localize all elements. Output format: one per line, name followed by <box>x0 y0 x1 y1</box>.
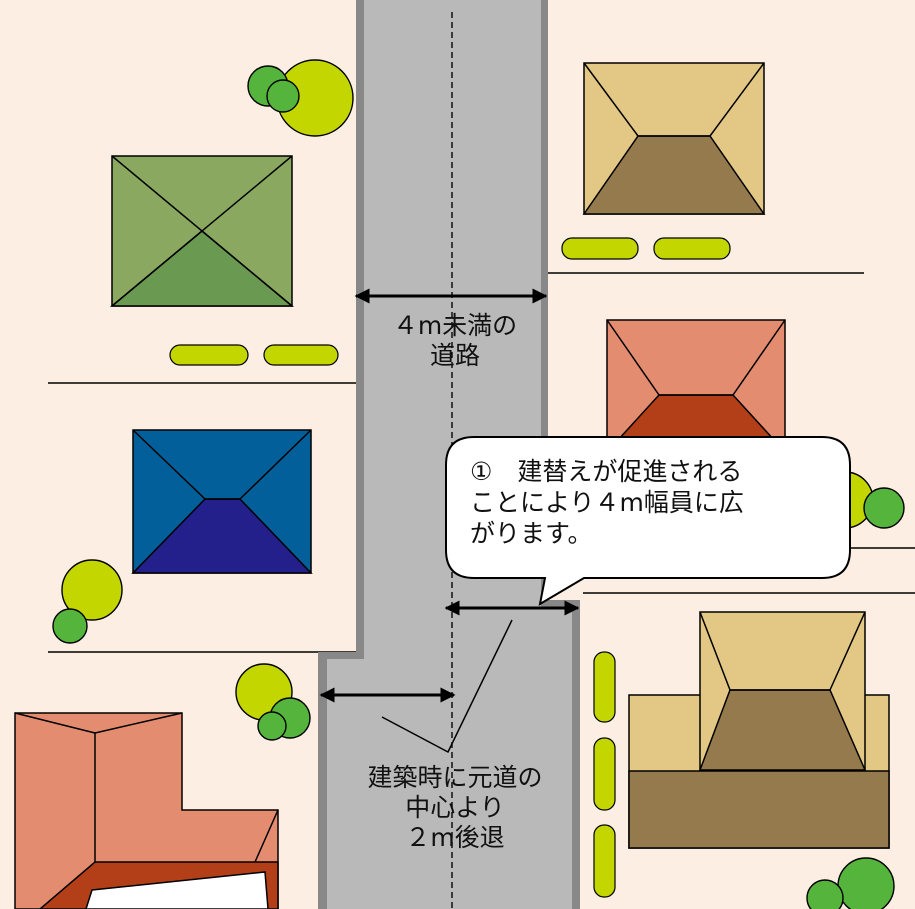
dimension-arrows <box>319 288 580 703</box>
house-l-shaped <box>14 712 279 909</box>
road-width-label: ４m未満の 道路 <box>370 311 540 371</box>
house-two-level <box>628 611 890 849</box>
setback-label-line2: 中心より <box>405 793 505 822</box>
pointer-lines <box>381 619 513 754</box>
trees <box>52 59 905 909</box>
house-salmon <box>605 319 787 453</box>
road-width-label-line1: ４m未満の <box>392 311 518 340</box>
house-tan <box>582 62 766 215</box>
tree-bottom-right <box>806 857 895 909</box>
setback-label: 建築時に元道の 中心より ２m後退 <box>330 763 580 853</box>
setback-label-line1: 建築時に元道の <box>367 763 543 792</box>
callout-line1: ① 建替えが促進される <box>470 457 743 486</box>
callout-line2: ことにより４m幅員に広 <box>470 488 744 517</box>
tree-mid-left <box>52 559 123 644</box>
callout-bubble <box>445 436 851 606</box>
tree-top-left <box>247 59 354 137</box>
callout-text: ① 建替えが促進される ことにより４m幅員に広 がります。 <box>470 456 830 549</box>
house-blue <box>131 429 313 574</box>
property-lines <box>48 272 915 653</box>
house-green <box>109 155 295 307</box>
setback-label-line3: ２m後退 <box>405 823 505 852</box>
callout-line3: がります。 <box>470 519 593 548</box>
road-width-label-line2: 道路 <box>429 341 480 370</box>
tree-road-left <box>235 663 311 741</box>
hedges <box>169 237 731 898</box>
